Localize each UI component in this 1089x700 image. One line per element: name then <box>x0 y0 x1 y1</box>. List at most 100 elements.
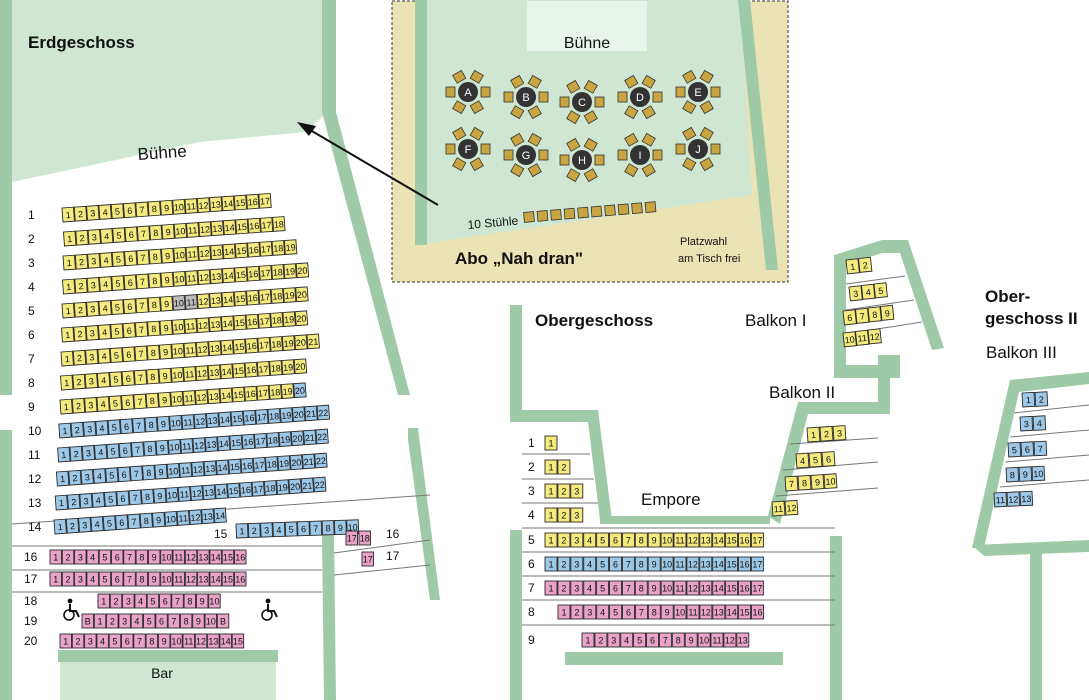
seat[interactable]: 14 <box>219 387 233 404</box>
seat[interactable]: 1 <box>60 374 74 391</box>
seat[interactable]: 3 <box>87 252 101 269</box>
seat[interactable]: 7 <box>135 201 149 218</box>
seat[interactable]: 8 <box>135 571 149 587</box>
seat[interactable]: 4 <box>94 444 108 460</box>
seat[interactable]: 7 <box>135 273 150 290</box>
seat[interactable]: 7 <box>133 633 146 649</box>
seat[interactable]: 16 <box>234 549 247 565</box>
seat[interactable]: 12 <box>190 485 204 501</box>
seat[interactable]: 6 <box>622 604 635 620</box>
seat[interactable]: 19 <box>281 359 295 375</box>
seat[interactable]: 16 <box>247 241 261 258</box>
seat[interactable]: 9 <box>158 367 172 384</box>
seat[interactable]: 10 <box>660 580 674 596</box>
seat[interactable]: 8 <box>634 532 648 548</box>
seat[interactable]: 12 <box>193 413 208 429</box>
seat[interactable]: 3 <box>848 285 863 302</box>
seat[interactable]: 6 <box>111 571 124 587</box>
seat[interactable]: 13 <box>210 244 224 261</box>
seat[interactable]: 1 <box>93 613 107 629</box>
seat[interactable]: 19 <box>281 335 296 351</box>
seat[interactable]: 10 <box>823 473 838 490</box>
seat[interactable]: 4 <box>795 452 810 469</box>
seat[interactable]: 6 <box>122 322 136 339</box>
seat[interactable]: 4 <box>583 556 597 572</box>
seat[interactable]: 6 <box>124 226 138 243</box>
seat[interactable]: 7 <box>129 465 144 482</box>
seat[interactable]: 12 <box>192 437 206 453</box>
seat[interactable]: 8 <box>179 613 193 629</box>
seat[interactable]: 3 <box>84 633 97 649</box>
seat[interactable]: 9 <box>161 223 175 240</box>
seat[interactable]: 17 <box>345 530 358 546</box>
seat[interactable]: 16 <box>738 580 751 596</box>
seat[interactable]: 1 <box>97 593 110 609</box>
seat[interactable]: 5 <box>873 282 888 299</box>
seat[interactable]: 5 <box>609 604 623 620</box>
seat[interactable]: 4 <box>86 549 99 565</box>
seat[interactable]: 5 <box>108 395 123 412</box>
seat[interactable]: 7 <box>132 417 146 434</box>
seat[interactable]: 7 <box>171 593 184 609</box>
seat[interactable]: 1 <box>845 258 860 275</box>
seat[interactable]: 10 <box>204 613 217 629</box>
seat[interactable]: 21 <box>303 429 317 446</box>
seat[interactable]: 11 <box>182 390 196 406</box>
seat[interactable]: 8 <box>143 440 157 457</box>
seat[interactable]: 2 <box>106 613 119 629</box>
seat[interactable]: 11 <box>180 438 194 454</box>
seat[interactable]: 15 <box>221 571 235 587</box>
seat[interactable]: 4 <box>96 633 109 649</box>
seat[interactable]: 11 <box>172 571 185 587</box>
seat[interactable]: 2 <box>75 229 89 246</box>
seat[interactable]: 5 <box>596 580 610 596</box>
seat[interactable]: 1 <box>61 302 75 319</box>
seat[interactable]: 8 <box>1005 466 1020 483</box>
seat[interactable]: 19 <box>278 431 292 447</box>
seat[interactable]: 12 <box>686 556 700 572</box>
abo-table[interactable]: F <box>445 126 491 172</box>
seat[interactable]: 5 <box>111 251 126 268</box>
seat[interactable]: 11 <box>176 510 190 526</box>
seat[interactable]: 4 <box>620 632 634 648</box>
seat[interactable]: 7 <box>621 556 635 572</box>
seat[interactable]: 5 <box>110 323 124 340</box>
seat[interactable]: 13 <box>208 340 222 357</box>
seat[interactable]: 16 <box>244 361 258 378</box>
chair[interactable] <box>631 202 643 215</box>
seat[interactable]: 17 <box>750 580 764 596</box>
seat[interactable]: 8 <box>148 272 162 289</box>
seat[interactable]: 14 <box>222 243 236 260</box>
seat[interactable]: 17 <box>256 360 271 377</box>
seat[interactable]: 3 <box>832 425 847 441</box>
seat[interactable]: 10 <box>164 510 178 527</box>
seat[interactable]: 14 <box>712 580 726 596</box>
seat[interactable]: 11 <box>181 414 195 430</box>
abo-table[interactable]: D <box>617 74 663 120</box>
seat[interactable]: 18 <box>269 360 283 376</box>
seat[interactable]: 17 <box>256 384 270 401</box>
seat[interactable]: 20 <box>294 334 308 351</box>
seat[interactable]: 10 <box>660 532 674 548</box>
seat[interactable]: 13 <box>699 532 713 548</box>
seat[interactable]: 17 <box>253 432 268 449</box>
seat[interactable]: 17 <box>258 264 273 281</box>
seat[interactable]: 1 <box>544 556 558 572</box>
seat[interactable]: 9 <box>156 415 171 432</box>
seat[interactable]: 3 <box>86 300 100 317</box>
seat[interactable]: 8 <box>148 248 163 265</box>
seat[interactable]: 16 <box>738 556 751 572</box>
seat[interactable]: 6 <box>155 613 168 629</box>
seat[interactable]: 4 <box>861 283 876 300</box>
seat[interactable]: 2 <box>61 571 75 587</box>
seat[interactable]: 16 <box>246 289 260 306</box>
seat[interactable]: 11 <box>184 294 198 310</box>
seat[interactable]: 10 <box>697 632 711 648</box>
seat[interactable]: 11 <box>673 580 687 596</box>
seat[interactable]: 7 <box>133 393 147 410</box>
seat[interactable]: 14 <box>217 435 231 452</box>
seat[interactable]: 21 <box>301 453 316 470</box>
seat[interactable]: 4 <box>98 300 112 316</box>
seat[interactable]: 4 <box>86 571 99 587</box>
seat[interactable]: 1 <box>544 532 558 548</box>
